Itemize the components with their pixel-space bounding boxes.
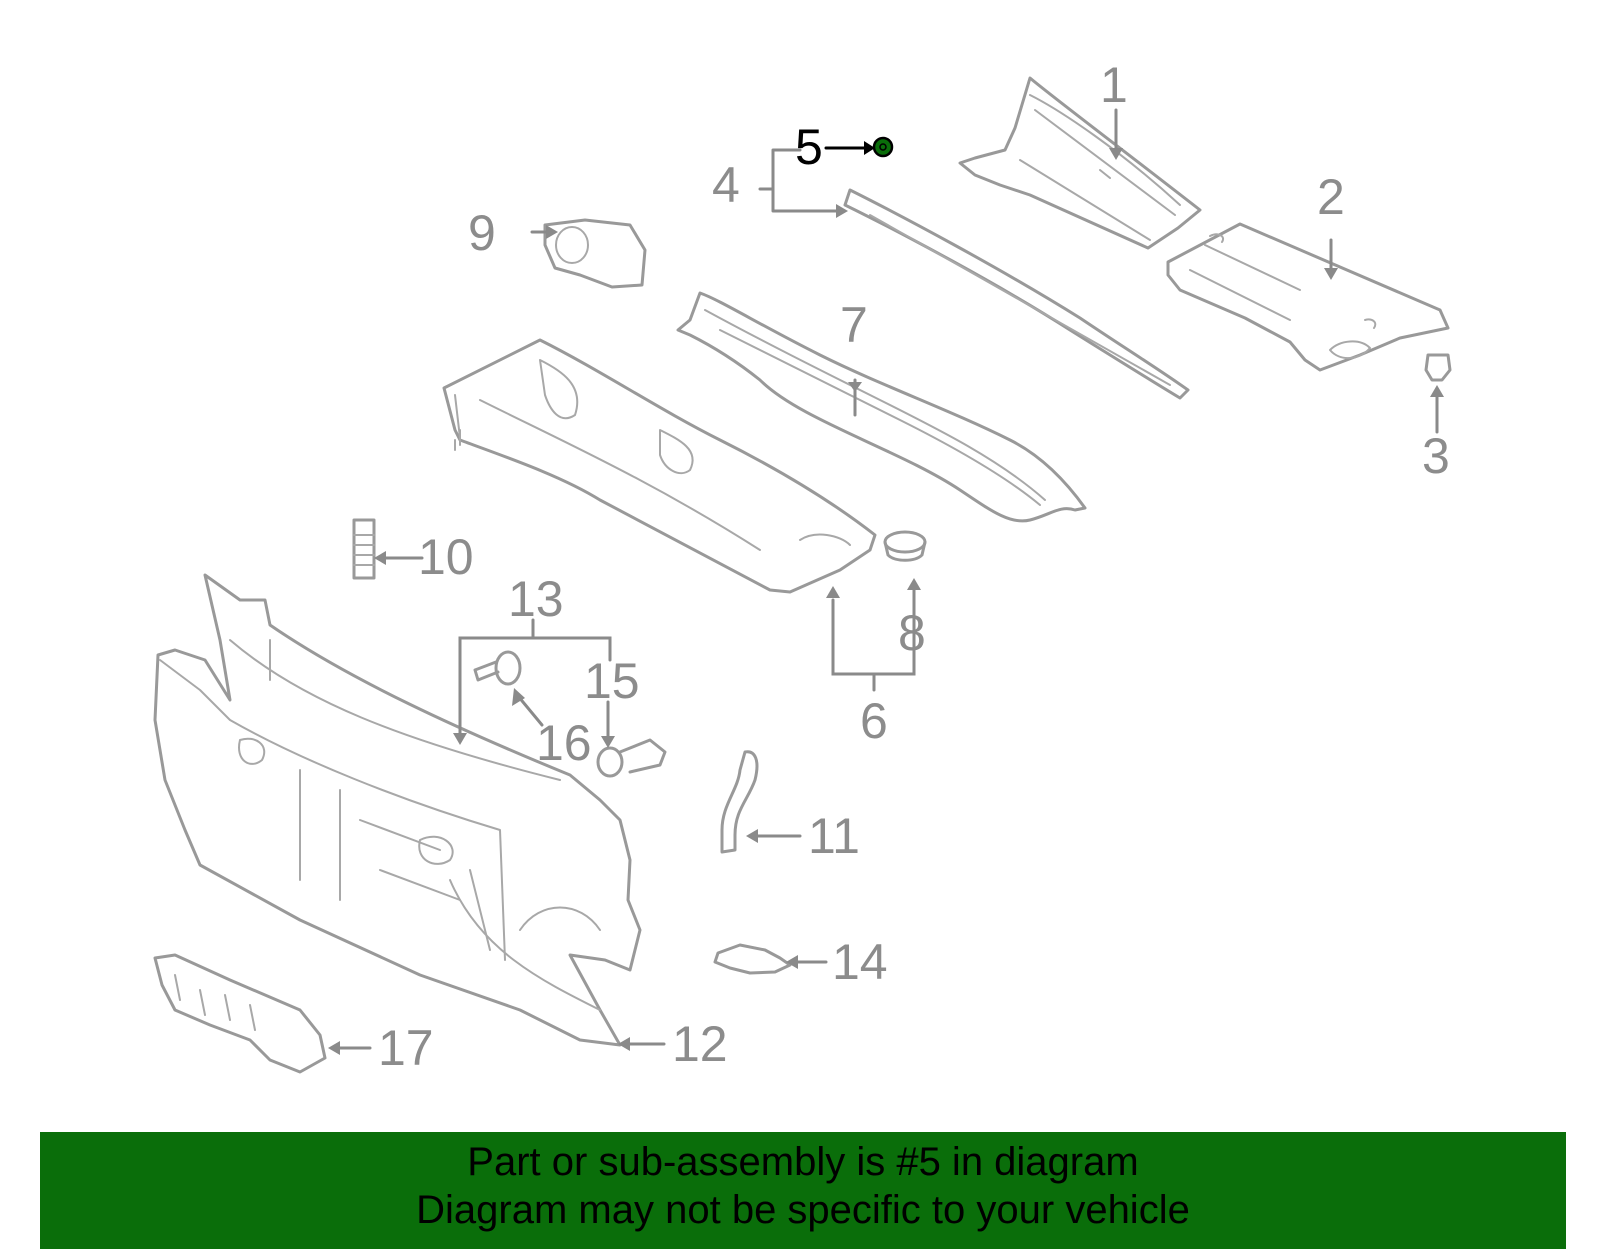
part-1-cowl-panel[interactable] xyxy=(958,76,1202,250)
callout-4: 4 xyxy=(712,157,740,213)
banner-line-1: Part or sub-assembly is #5 in diagram xyxy=(467,1140,1139,1184)
part-7-cowl-extension[interactable] xyxy=(676,291,1087,523)
part-15-clip[interactable] xyxy=(596,738,667,778)
part-4-seal[interactable] xyxy=(843,188,1190,400)
part-11-hose[interactable] xyxy=(720,750,759,854)
callout-6: 6 xyxy=(860,693,888,749)
callout-2: 2 xyxy=(1317,169,1345,225)
callout-3: 3 xyxy=(1422,428,1450,484)
callout-16: 16 xyxy=(536,715,592,771)
part-8-grommet[interactable] xyxy=(883,530,927,562)
callout-7: 7 xyxy=(840,297,868,353)
callout-5: 5 xyxy=(795,119,823,175)
callout-10: 10 xyxy=(418,529,474,585)
part-9-bracket[interactable] xyxy=(543,218,647,289)
leader-lines xyxy=(328,108,1444,1055)
part-12-dash-panel[interactable] xyxy=(153,573,642,1047)
callout-9: 9 xyxy=(468,205,496,261)
part-6-cowl-panel[interactable] xyxy=(442,338,877,594)
callout-11: 11 xyxy=(808,808,860,864)
callout-15: 15 xyxy=(584,653,640,709)
part-3-clip[interactable] xyxy=(1424,353,1452,382)
callout-17: 17 xyxy=(378,1020,434,1076)
part-16-bolt[interactable] xyxy=(473,650,522,686)
callout-12: 12 xyxy=(672,1016,728,1072)
banner-line-2: Diagram may not be specific to your vehi… xyxy=(416,1188,1190,1232)
info-banner: Part or sub-assembly is #5 in diagram Di… xyxy=(40,1132,1566,1249)
part-14-pad[interactable] xyxy=(713,943,792,975)
part-5-nut[interactable] xyxy=(872,136,894,158)
callout-8: 8 xyxy=(898,605,926,661)
part-2-cowl-panel[interactable] xyxy=(1166,222,1450,372)
callout-14: 14 xyxy=(832,934,888,990)
callout-1: 1 xyxy=(1100,57,1128,113)
part-10-bolt[interactable] xyxy=(352,518,376,580)
part-17-insulator[interactable] xyxy=(153,953,327,1074)
callout-13: 13 xyxy=(508,571,564,627)
